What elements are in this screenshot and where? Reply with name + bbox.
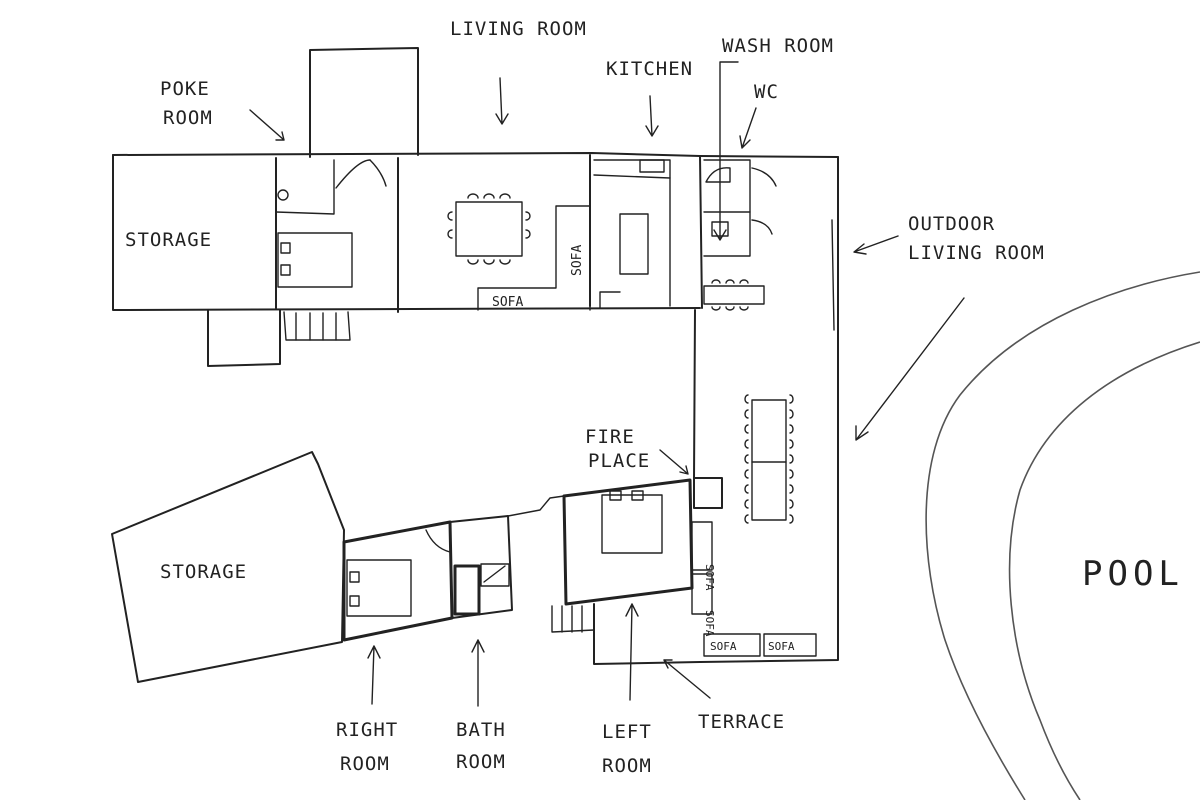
- outdoor-living-area: [693, 156, 839, 663]
- pool-outline: [925, 271, 1200, 800]
- bath-room: [449, 515, 513, 619]
- terrace-sofa-2: [763, 633, 817, 657]
- sofa-vertical-label: SOFA: [570, 245, 585, 276]
- outdoor-label-2: LIVING ROOM: [908, 242, 1045, 264]
- left-room-label-2: ROOM: [602, 755, 652, 777]
- storage-top-label: STORAGE: [125, 229, 212, 251]
- kitchen-island: [619, 213, 649, 275]
- right-room: [342, 520, 454, 642]
- sofa-horizontal-label: SOFA: [492, 295, 523, 310]
- wash-room: [703, 159, 751, 257]
- poke-bed: [277, 232, 353, 288]
- terrace-sofa-2-label: SOFA: [768, 640, 795, 653]
- fireplace-box: [693, 477, 723, 509]
- terrace-sofa-1: [703, 633, 761, 657]
- left-room: [562, 478, 694, 606]
- terrace: [593, 603, 701, 665]
- kitchen-label: KITCHEN: [606, 58, 693, 80]
- bottom-storage: [111, 451, 345, 683]
- top-annex: [309, 47, 419, 158]
- left-room-label-1: LEFT: [602, 721, 652, 743]
- storage-bottom-label: STORAGE: [160, 561, 247, 583]
- poke-room-label-1: POKE: [160, 78, 210, 100]
- outdoor-long-table: [751, 399, 787, 521]
- top-building: [112, 47, 839, 367]
- side-sofa-2: [691, 573, 713, 615]
- side-sofa-1-label: SOFA: [703, 564, 716, 591]
- back-extension: [207, 309, 281, 367]
- kitchen-sink: [639, 159, 665, 173]
- poke-room-label-2: ROOM: [163, 107, 213, 129]
- wash-room-label: WASH ROOM: [722, 35, 834, 57]
- bath-room-label-1: BATH: [456, 719, 506, 741]
- bathtub: [453, 564, 481, 616]
- back-steps: [283, 311, 351, 341]
- terrace-sofa-1-label: SOFA: [710, 640, 737, 653]
- wc-label: WC: [754, 81, 779, 103]
- outdoor-label-1: OUTDOOR: [908, 213, 995, 235]
- side-sofa-2-label: SOFA: [703, 610, 716, 637]
- poke-closet: [275, 159, 335, 215]
- right-room-label-2: ROOM: [340, 753, 390, 775]
- bath-room-label-2: ROOM: [456, 751, 506, 773]
- bottom-building: [111, 451, 817, 683]
- fire-place-label-2: PLACE: [588, 450, 650, 472]
- terrace-steps: [551, 605, 595, 633]
- left-bed: [601, 494, 663, 554]
- dining-table: [455, 201, 523, 257]
- pool-label: POOL: [1082, 554, 1184, 594]
- outdoor-bench: [703, 285, 765, 305]
- living-room-label: LIVING ROOM: [450, 18, 587, 40]
- terrace-label: TERRACE: [698, 711, 785, 733]
- right-bed: [346, 559, 412, 617]
- right-room-label-1: RIGHT: [336, 719, 398, 741]
- fire-place-label-1: FIRE: [585, 426, 635, 448]
- annotation-arrows: [249, 61, 965, 707]
- side-sofa-1: [691, 521, 713, 571]
